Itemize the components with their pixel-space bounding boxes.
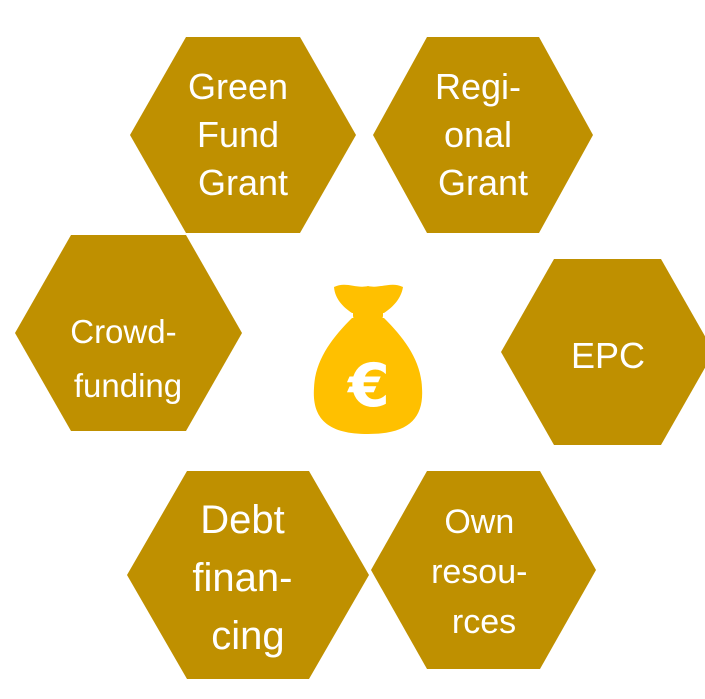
label-line: Grant (198, 162, 288, 203)
hexagon-shape (501, 259, 705, 445)
label-line: Green (188, 66, 288, 107)
label-line: Grant (438, 162, 528, 203)
hexagon-label: EPC (571, 335, 645, 376)
hexagon-shape (373, 37, 593, 233)
hexagon-label: Regi- onal Grant (435, 66, 531, 203)
label-line: rces (452, 603, 516, 641)
hexagon-shape (127, 471, 369, 679)
bag-neck (353, 308, 383, 320)
label-line: finan- (192, 556, 292, 600)
hexagon-crowdfunding: Crowd- funding (15, 235, 242, 431)
label-line: funding (74, 367, 182, 404)
hexagon-shape (130, 37, 356, 233)
hexagon-green-fund-grant: Green Fund Grant (130, 37, 356, 233)
hexagon-label: Crowd- funding (70, 313, 186, 404)
hexagon-debt-financing: Debt finan- cing (127, 471, 369, 679)
label-line: Regi- (435, 66, 521, 107)
label-line: Debt (200, 498, 285, 542)
label-line: onal (444, 114, 512, 155)
hexagon-epc: EPC (501, 259, 705, 445)
label-line: Own (444, 503, 514, 541)
hexagon-regional-grant: Regi- onal Grant (373, 37, 593, 233)
label-line: resou- (431, 553, 527, 591)
hexagon-label: Debt finan- cing (192, 498, 303, 658)
hexagon-shape (371, 471, 596, 669)
label-line: Crowd- (70, 313, 176, 350)
hexagon-own-resources: Own resou- rces (371, 471, 596, 669)
hexagon-label: Own resou- rces (431, 503, 537, 641)
label-line: EPC (571, 335, 645, 376)
label-line: Fund (197, 114, 279, 155)
bag-tie-ears (334, 284, 403, 313)
bag-body (313, 318, 423, 434)
euro-symbol: € (346, 351, 390, 421)
label-line: cing (211, 614, 284, 658)
hexagon-label: Green Fund Grant (188, 66, 298, 203)
money-bag-euro-icon: € (313, 284, 423, 434)
hexagon-shape (15, 235, 242, 431)
